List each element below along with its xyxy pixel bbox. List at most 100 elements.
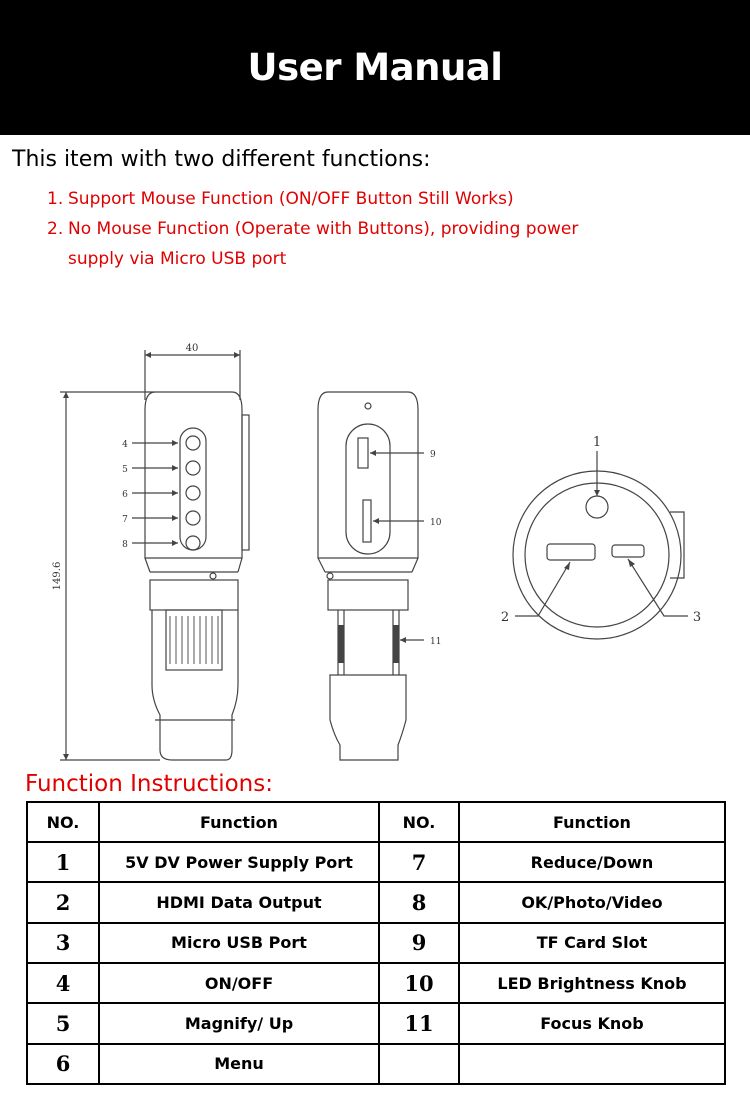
button-5 — [185, 460, 201, 476]
table-header-row: NO. Function NO. Function — [26, 801, 726, 843]
table-cell-function: 5V DV Power Supply Port — [98, 840, 380, 884]
list-item-number: 2. — [47, 219, 64, 239]
table-cell-function: Magnify/ Up — [98, 1002, 380, 1045]
table-cell-number: 8 — [378, 881, 460, 924]
dimension-arrow — [63, 392, 69, 398]
column-header: Function — [98, 801, 380, 843]
callout-label-8: 8 — [122, 540, 128, 550]
power-port-1 — [585, 495, 609, 519]
leader-arrow — [594, 490, 600, 496]
back-screw — [364, 402, 372, 410]
focus-ring — [165, 609, 223, 671]
dimension-arrow — [63, 754, 69, 760]
leader-arrow — [628, 559, 635, 567]
leader-arrow — [172, 465, 178, 471]
leader-line-3 — [627, 558, 688, 617]
leader-arrow — [373, 518, 379, 524]
back-body-edge — [411, 557, 419, 573]
button-panel — [179, 427, 207, 551]
callout-label-4: 4 — [122, 440, 128, 450]
table-cell-number — [378, 1042, 460, 1086]
table-cell-number: 3 — [26, 921, 100, 964]
device-drawing: 40 149.6 4 5 6 7 8 9 10 11 1 2 3 — [52, 343, 701, 761]
table-cell-function: OK/Photo/Video — [458, 881, 726, 924]
back-body-outline — [317, 391, 419, 559]
leader-arrow — [370, 450, 376, 456]
table-cell-function — [458, 1042, 726, 1086]
list-item: 2. No Mouse Function (Operate with Butto… — [47, 214, 607, 274]
button-6 — [185, 485, 201, 501]
list-item-number: 1. — [47, 189, 64, 209]
height-dimension-label: 149.6 — [52, 562, 63, 591]
table-cell-number: 10 — [378, 961, 460, 1005]
hdmi-port-2 — [546, 543, 596, 561]
intro-text: This item with two different functions: — [12, 147, 431, 172]
side-body-edge — [237, 557, 243, 573]
list-item-text: No Mouse Function (Operate with Buttons)… — [68, 219, 579, 269]
focus-rail-texture — [393, 625, 399, 663]
card-panel — [345, 423, 391, 555]
callout-label-1: 1 — [593, 435, 601, 450]
callout-label-11: 11 — [430, 637, 441, 647]
table-row: 1 5V DV Power Supply Port 7 Reduce/Down — [26, 840, 726, 884]
table-cell-function: Menu — [98, 1042, 380, 1086]
page-title: User Manual — [247, 46, 503, 89]
table-cell-number: 5 — [26, 1002, 100, 1045]
table-cell-number: 7 — [378, 840, 460, 884]
column-header: Function — [458, 801, 726, 843]
table-row: 4 ON/OFF 10 LED Brightness Knob — [26, 961, 726, 1005]
brightness-knob — [362, 499, 372, 543]
header-banner: User Manual — [0, 0, 750, 135]
callout-label-9: 9 — [430, 450, 436, 460]
table-cell-number: 9 — [378, 921, 460, 964]
dimension-arrow — [145, 352, 151, 358]
table-cell-number: 4 — [26, 961, 100, 1005]
table-cell-function: LED Brightness Knob — [458, 961, 726, 1005]
leader-arrow — [172, 490, 178, 496]
list-item-text: Support Mouse Function (ON/OFF Button St… — [68, 189, 514, 209]
button-4 — [185, 435, 201, 451]
micro-usb-port-3 — [611, 544, 645, 558]
table-cell-function: TF Card Slot — [458, 921, 726, 964]
table-row: 3 Micro USB Port 9 TF Card Slot — [26, 921, 726, 964]
back-body-edge — [317, 557, 326, 573]
column-header: NO. — [26, 801, 100, 843]
function-table: NO. Function NO. Function 1 5V DV Power … — [26, 801, 726, 1086]
table-cell-function: Focus Knob — [458, 1002, 726, 1045]
side-body-edge — [144, 557, 151, 573]
table-row: 6 Menu — [26, 1042, 726, 1086]
column-header: NO. — [378, 801, 460, 843]
back-neck — [327, 579, 409, 611]
side-grip — [241, 414, 250, 551]
side-screw — [209, 572, 217, 580]
callout-label-2: 2 — [501, 610, 509, 625]
bottom-grip — [670, 511, 685, 579]
table-row: 2 HDMI Data Output 8 OK/Photo/Video — [26, 881, 726, 924]
table-cell-function: ON/OFF — [98, 961, 380, 1005]
leader-line-2 — [515, 561, 571, 617]
callout-label-10: 10 — [430, 518, 442, 528]
button-7 — [185, 510, 201, 526]
callout-label-3: 3 — [693, 610, 701, 625]
table-cell-function: HDMI Data Output — [98, 881, 380, 924]
table-cell-number: 1 — [26, 840, 100, 884]
table-cell-function: Micro USB Port — [98, 921, 380, 964]
list-item: 1. Support Mouse Function (ON/OFF Button… — [47, 184, 607, 214]
width-dimension-label: 40 — [186, 343, 199, 354]
callout-label-5: 5 — [122, 465, 128, 475]
button-8 — [185, 535, 201, 551]
leader-arrow — [564, 562, 570, 570]
section-title: Function Instructions: — [25, 771, 273, 797]
leader-arrow — [172, 515, 178, 521]
focus-rail-texture — [338, 625, 344, 663]
back-lens-body — [329, 674, 407, 761]
table-cell-number: 11 — [378, 1002, 460, 1045]
table-cell-number: 2 — [26, 881, 100, 924]
callout-label-6: 6 — [122, 490, 128, 500]
side-lens-body — [151, 610, 239, 761]
table-row: 5 Magnify/ Up 11 Focus Knob — [26, 1002, 726, 1045]
side-neck — [149, 579, 239, 611]
table-cell-function: Reduce/Down — [458, 840, 726, 884]
dimension-arrow — [234, 352, 240, 358]
leader-arrow — [172, 540, 178, 546]
